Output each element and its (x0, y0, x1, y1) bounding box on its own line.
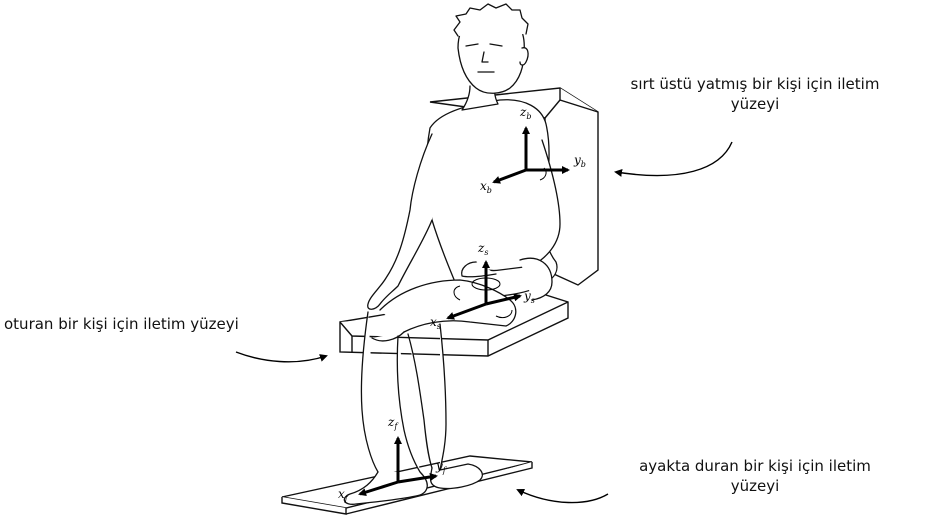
backrest-label-line-2: yüzeyi (585, 94, 925, 114)
seat-label-line-1: oturan bir kişi için iletim yüzeyi (4, 314, 314, 334)
foot-surface-label: ayakta duran bir kişi için iletim yüzeyi (575, 456, 935, 496)
backrest-label-line-1: sırt üstü yatmış bir kişi için iletim (585, 74, 925, 94)
backrest-pointer-arrow (616, 142, 732, 175)
person-figure (344, 4, 560, 504)
backrest-surface-label: sırt üstü yatmış bir kişi için iletim yü… (585, 74, 925, 114)
foot-z-axis-label: zf (387, 415, 399, 431)
foot-label-line-2: yüzeyi (575, 476, 935, 496)
foot-label-line-1: ayakta duran bir kişi için iletim (575, 456, 935, 476)
seat-pointer-arrow (236, 352, 326, 362)
seat-surface-label: oturan bir kişi için iletim yüzeyi (4, 314, 314, 334)
